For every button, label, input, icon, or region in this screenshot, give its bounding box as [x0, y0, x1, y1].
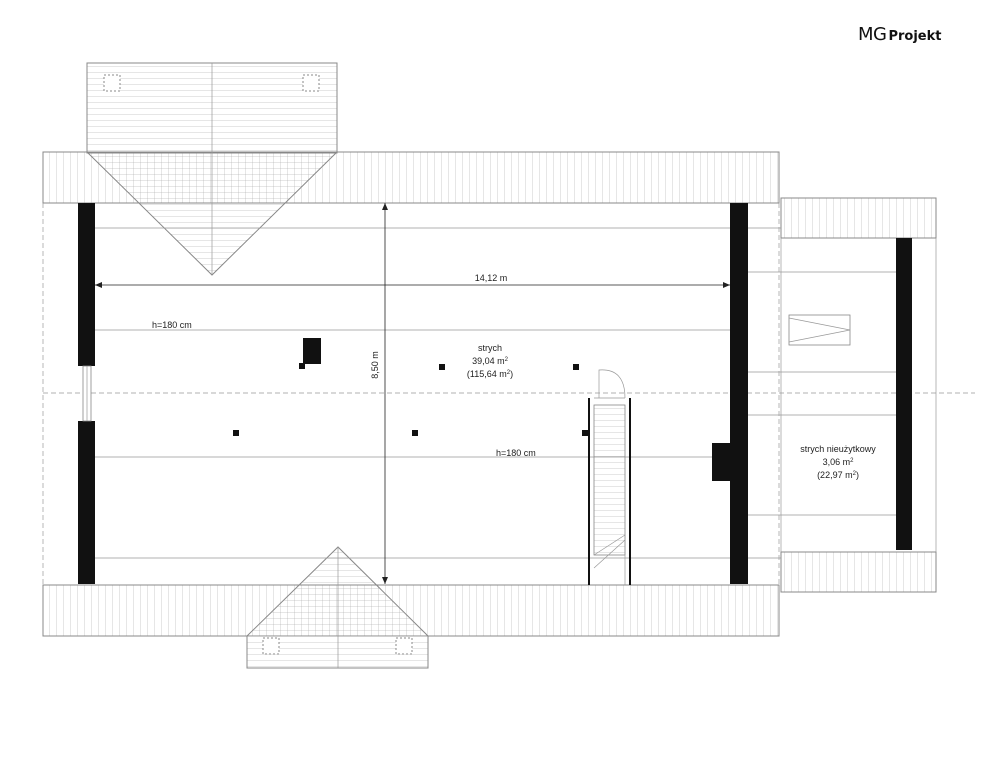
skylight-icon: [262, 637, 280, 655]
post: [233, 430, 239, 436]
brand-projekt: Projekt: [888, 29, 942, 44]
dimension-width: [95, 282, 730, 288]
room-name: strych nieużytkowy: [800, 444, 876, 454]
dimension-width-label: 14,12 m: [475, 273, 508, 283]
skylight-icon: [302, 74, 320, 92]
height-note-center: h=180 cm: [496, 448, 536, 458]
brand-mg: MG: [858, 24, 887, 45]
post: [582, 430, 588, 436]
dimension-depth-label: 8,50 m: [370, 351, 380, 379]
room-total: (115,64 m2): [467, 369, 513, 379]
post: [439, 364, 445, 370]
post: [573, 364, 579, 370]
wall-left-lower: [78, 421, 95, 584]
post: [412, 430, 418, 436]
room-area: 39,04 m2: [472, 356, 509, 366]
staircase: [588, 369, 631, 585]
purlin-lines: [42, 203, 975, 585]
room-label-strych-nieuzytkowy: strych nieużytkowy 3,06 m2 (22,97 m2): [800, 444, 876, 480]
dormer-top: [86, 62, 338, 276]
height-note-left: h=180 cm: [152, 320, 192, 330]
annex-skylight-icon: [788, 314, 851, 346]
vent-shaft: [303, 338, 321, 364]
dormer-bottom: [246, 546, 429, 669]
wall-annex: [896, 238, 912, 550]
dimension-depth: [382, 203, 388, 584]
hatch-door-icon: [598, 369, 626, 399]
room-total: (22,97 m2): [817, 470, 859, 480]
post: [299, 363, 305, 369]
annex-eave-top: [780, 197, 937, 239]
skylight-icon: [103, 74, 121, 92]
chimney: [712, 443, 732, 481]
wall-right: [730, 203, 748, 584]
room-area: 3,06 m2: [823, 457, 855, 467]
annex-eave-bottom: [780, 551, 937, 593]
room-label-strych: strych 39,04 m2 (115,64 m2): [467, 343, 513, 379]
wall-left-upper: [78, 203, 95, 366]
skylight-icon: [395, 637, 413, 655]
room-name: strych: [478, 343, 502, 353]
